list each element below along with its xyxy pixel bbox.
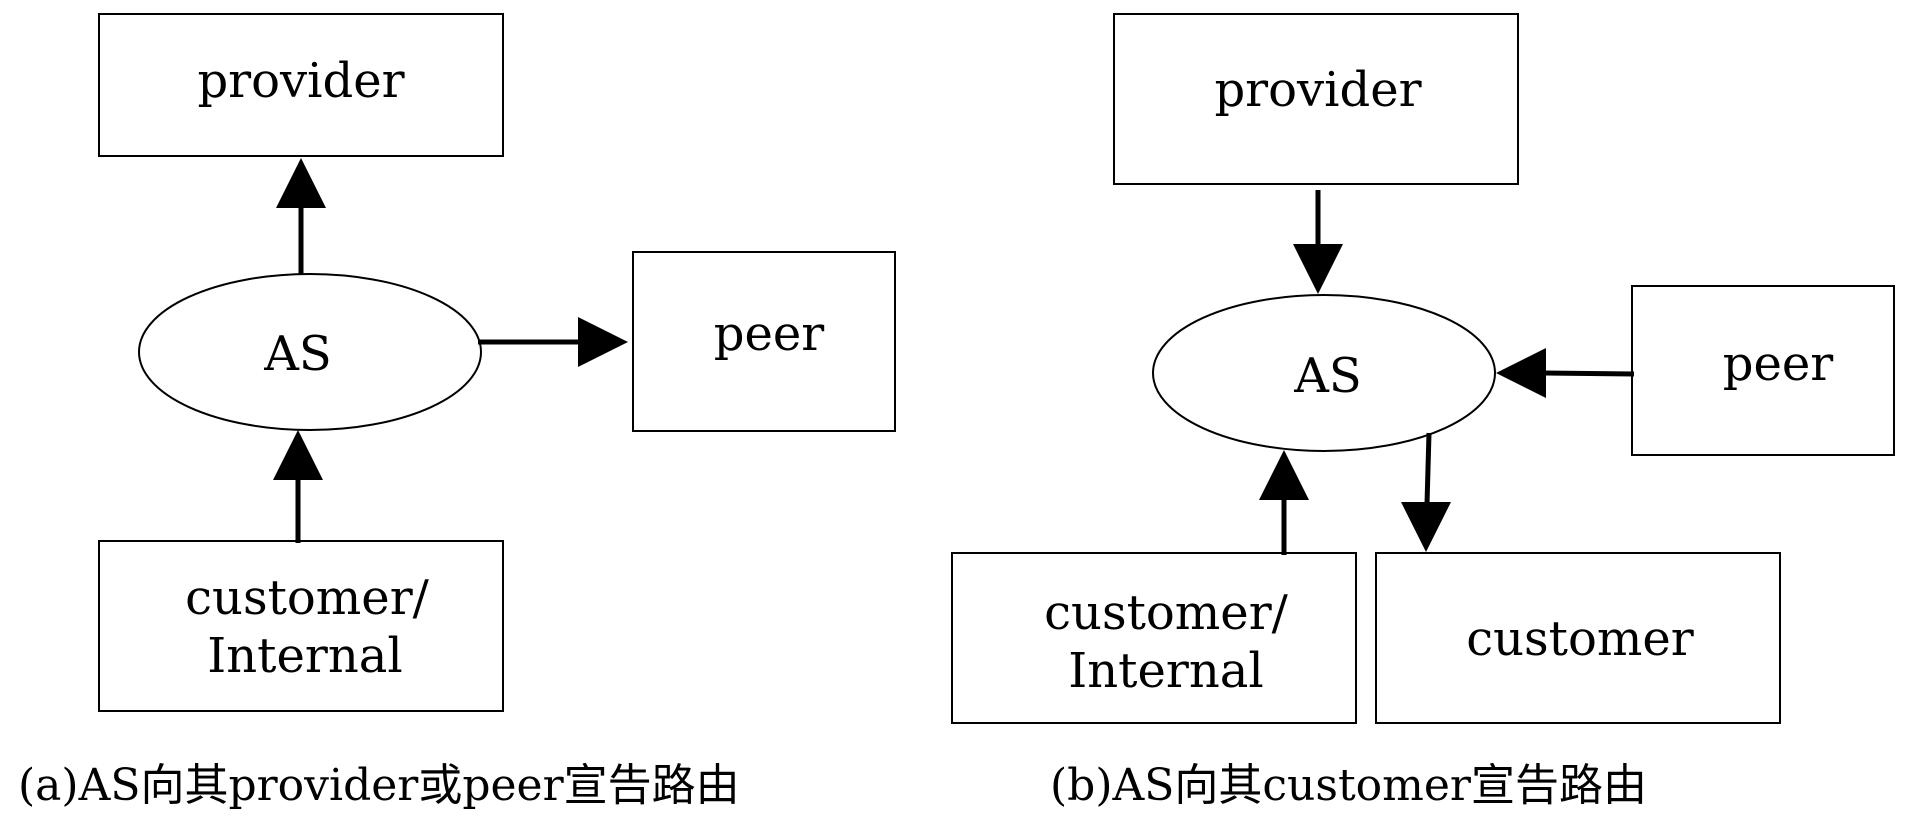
panel-b-customer-label: customer — [1466, 611, 1694, 667]
panel-a-peer-label: peer — [714, 306, 825, 362]
panel-a-as-label: AS — [263, 326, 332, 382]
panel-b-peer-box — [1631, 285, 1895, 456]
panel-b: provider AS peer customer/ Internal cust… — [951, 13, 1895, 811]
panel-a-customer-internal-box — [98, 540, 504, 712]
panel-b-provider-box — [1113, 13, 1519, 185]
panel-a-arrow-as-to-peer — [478, 317, 628, 367]
panel-b-arrow-peer-to-as — [1496, 348, 1635, 398]
panel-b-customer-internal-label-line2: Internal — [1068, 643, 1263, 699]
panel-a-arrow-as-to-provider — [276, 158, 326, 274]
panel-b-arrow-customer-internal-to-as — [1259, 450, 1309, 555]
panel-a-as-node — [138, 273, 482, 431]
panel-b-as-label: AS — [1293, 348, 1362, 404]
panel-a-arrow-customer-to-as — [273, 430, 323, 543]
panel-a-customer-internal-label-line2: Internal — [207, 628, 402, 684]
panel-b-caption: (b)AS向其customer宣告路由 — [1050, 760, 1647, 811]
panel-b-arrow-as-to-customer — [1401, 432, 1451, 552]
panel-a: provider AS peer customer/ Internal (a)A… — [18, 13, 896, 811]
panel-a-caption: (a)AS向其provider或peer宣告路由 — [18, 760, 740, 811]
panel-b-customer-internal-label-line1: customer/ — [1044, 585, 1288, 641]
panel-a-customer-internal-label-line1: customer/ — [185, 570, 429, 626]
panel-b-as-node — [1152, 294, 1496, 452]
panel-b-provider-label: provider — [1214, 62, 1421, 118]
panel-a-provider-label: provider — [197, 53, 404, 109]
panel-b-arrow-provider-to-as — [1293, 190, 1343, 294]
panel-a-provider-box — [98, 13, 504, 157]
panel-b-customer-box — [1375, 552, 1781, 724]
panel-a-peer-box — [632, 251, 896, 432]
panel-b-peer-label: peer — [1723, 336, 1834, 392]
panel-b-customer-internal-box — [951, 552, 1357, 724]
